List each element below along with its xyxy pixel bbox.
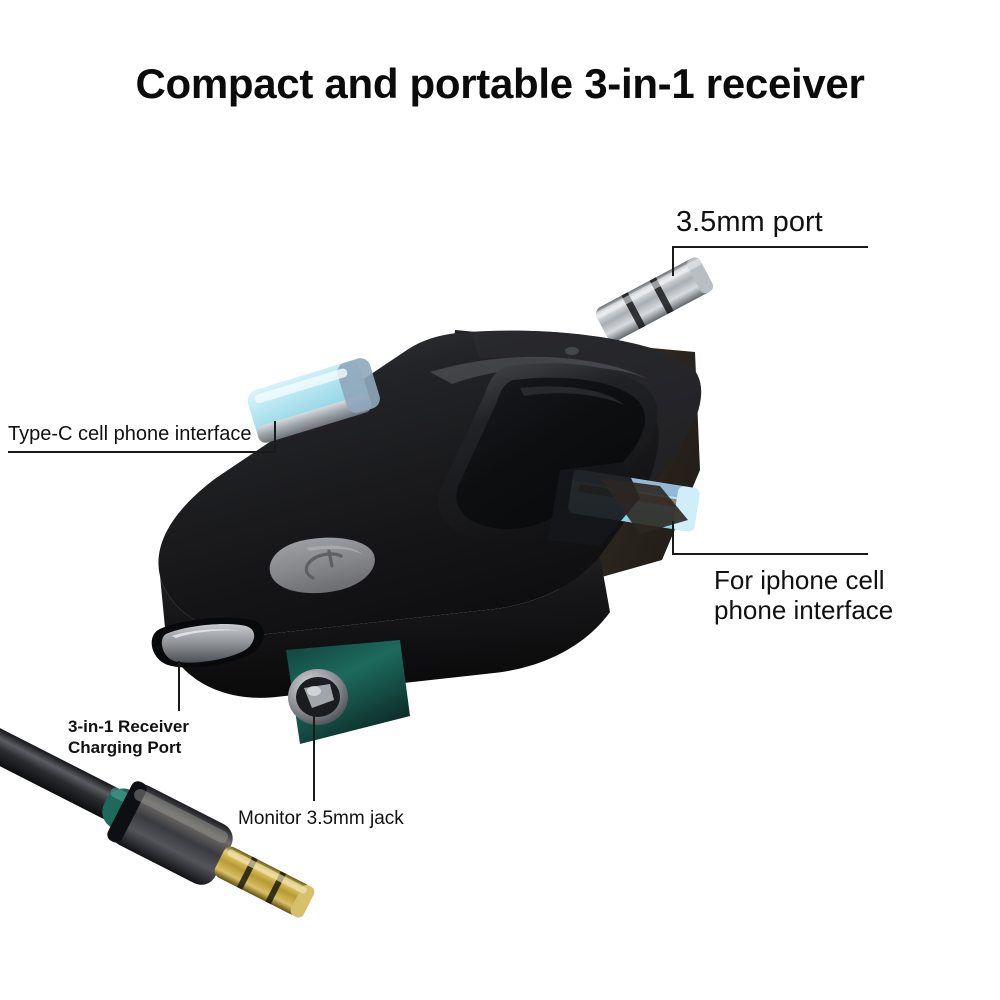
device-front-edge <box>160 556 610 698</box>
callout-label-iphone-interface: For iphone cell phone interface <box>714 565 944 625</box>
charging-port-group <box>151 617 264 668</box>
leader-line-port-35mm-vertical <box>672 246 674 276</box>
callout-label-iphone-line2: phone interface <box>714 595 894 626</box>
leader-line-monitor-jack <box>313 715 315 801</box>
power-button-gloss <box>306 545 363 555</box>
leader-line-type-c-vertical <box>274 421 276 453</box>
jack-ring <box>288 669 348 725</box>
type-c-connector <box>247 358 380 443</box>
callout-label-charging-line1: 3-in-1 Receiver <box>68 717 189 736</box>
gold-plug-tip <box>290 885 315 918</box>
leader-line-iphone-vertical <box>672 521 674 555</box>
barrel-collar <box>107 781 147 843</box>
charging-port-cavity <box>151 617 264 668</box>
screen-glare <box>520 386 624 405</box>
monitor-cable-assembly <box>0 666 315 918</box>
callout-label-charging-line2: Charging Port <box>68 738 182 758</box>
plug-35mm-male <box>595 257 714 342</box>
jack-cavity <box>296 677 340 717</box>
callout-label-monitor-jack: Monitor 3.5mm jack <box>238 808 404 829</box>
connector-shroud <box>548 462 640 546</box>
jack-gloss <box>307 686 321 696</box>
leader-line-type-c-horizontal <box>8 451 276 453</box>
led-indicator <box>565 347 579 355</box>
screen-bezel <box>438 363 658 542</box>
device-shoulder-highlight <box>470 330 702 500</box>
callout-label-type-c-interface: Type-C cell phone interface <box>8 423 252 445</box>
charging-port-contacts <box>161 623 255 663</box>
cable-teal-section <box>102 788 184 852</box>
power-button <box>269 537 375 594</box>
device-top-shell <box>158 330 702 635</box>
device-screen <box>456 377 646 530</box>
leader-line-iphone-horizontal <box>672 553 868 555</box>
callout-label-charging-port: 3-in-1 Receiver Charging Port <box>68 716 228 759</box>
gold-plug-shaft <box>214 846 311 916</box>
page-title: Compact and portable 3-in-1 receiver <box>135 60 865 107</box>
jack-inner-contact <box>304 684 334 708</box>
cable-barrel <box>110 784 233 885</box>
power-icon-stem <box>327 549 334 568</box>
monitor-jack-group <box>288 669 348 725</box>
leader-line-charging-port <box>178 661 180 711</box>
power-icon-arc <box>304 552 343 580</box>
device-side-facet <box>440 330 700 600</box>
teal-accent-panel <box>286 640 410 744</box>
connector-shroud-side <box>600 478 688 534</box>
callout-label-35mm-port: 3.5mm port <box>676 206 823 238</box>
device-specular <box>430 356 650 384</box>
callout-label-iphone-line1: For iphone cell <box>714 565 885 595</box>
lightning-connector <box>568 469 700 532</box>
leader-line-port-35mm-horizontal <box>672 246 868 248</box>
charging-port-gloss <box>172 629 240 638</box>
power-button-group <box>269 537 375 594</box>
